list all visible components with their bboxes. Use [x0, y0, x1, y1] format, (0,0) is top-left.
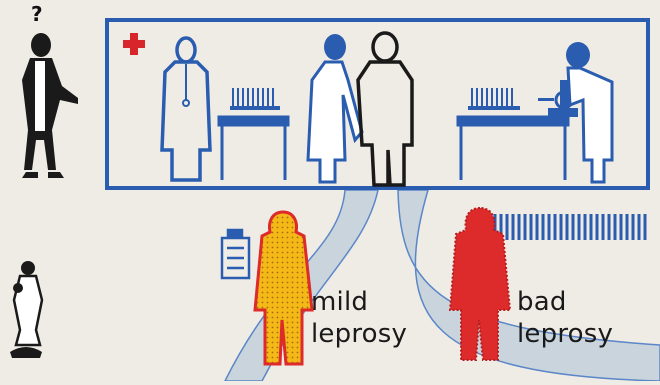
question-mark: ? — [31, 2, 43, 26]
red-cross-icon — [123, 33, 145, 55]
questioning-person-figure — [22, 33, 78, 178]
bad-label-line1: bad — [517, 286, 647, 318]
bad-leprosy-label: bad leprosy — [517, 286, 647, 350]
test-tube-table-right — [458, 88, 568, 180]
doctor-examining-figure — [308, 34, 362, 182]
bad-label-line2: leprosy — [517, 318, 647, 350]
test-tube-table-left — [219, 88, 288, 180]
patient-outline-figure — [358, 33, 412, 185]
mild-label-line1: mild — [311, 286, 441, 318]
fence-stripes — [495, 214, 645, 240]
mild-leprosy-label: mild leprosy — [311, 286, 441, 350]
mild-leprosy-figure — [255, 212, 312, 364]
mother-with-child-figure — [10, 261, 42, 358]
doctor-outline-figure — [162, 38, 210, 180]
medicine-bottle-icon — [222, 230, 249, 278]
mild-label-line2: leprosy — [311, 318, 441, 350]
